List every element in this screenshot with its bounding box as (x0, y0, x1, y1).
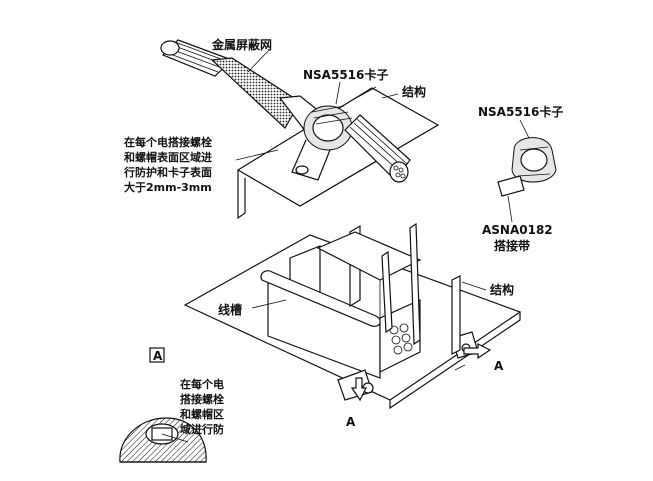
label-clamp-right: NSA5516卡子 (478, 104, 563, 119)
note-line-1: 在每个电搭接螺栓 (124, 135, 212, 149)
detail-line-1: 在每个电 (180, 377, 224, 391)
clamp-top (291, 105, 353, 181)
leader-metal-shield (247, 50, 269, 73)
wire-trough (260, 222, 479, 401)
label-view-a-bottom: A (346, 415, 356, 429)
label-clamp-top: NSA5516卡子 (303, 67, 388, 82)
cable-bundle (160, 39, 411, 183)
metal-shield-braid (210, 57, 301, 129)
detail-line-2: 搭接螺栓 (180, 392, 224, 406)
leader-structure-top (381, 93, 399, 99)
view-arrow-icon (463, 343, 492, 360)
label-structure-top: 结构 (402, 84, 426, 99)
cable-wire-ends-top (160, 39, 234, 77)
note-line-4: 大于2mm-3mm (124, 180, 212, 194)
label-view-a-right: A (494, 359, 504, 373)
label-structure-mid: 结构 (490, 282, 514, 297)
note-line-3: 行防护和卡子表面 (123, 165, 212, 179)
leader-trough (251, 299, 287, 309)
label-bonding-strap-part: ASNA0182 (482, 223, 553, 237)
view-arrow-icon (350, 377, 367, 402)
label-bonding-strap-name: 搭接带 (494, 238, 530, 253)
detail-a-nut (119, 417, 207, 463)
leader-clamp-right (519, 119, 531, 141)
leader-bonding-strap (507, 195, 513, 223)
leader-note (235, 149, 279, 161)
label-detail-box: A (153, 349, 163, 363)
leader-structure-mid (461, 281, 487, 291)
clamp-right (497, 137, 557, 197)
note-line-2: 和螺帽表面区域进 (124, 150, 212, 164)
cable-wire-ends-bottom (344, 114, 411, 183)
detail-a-box (149, 347, 165, 363)
label-trough: 线槽 (218, 302, 242, 317)
leader-clamp-top (335, 81, 341, 105)
label-metal-shield: 金属屏蔽网 (211, 37, 272, 52)
detail-line-3: 和螺帽区 (180, 407, 224, 421)
